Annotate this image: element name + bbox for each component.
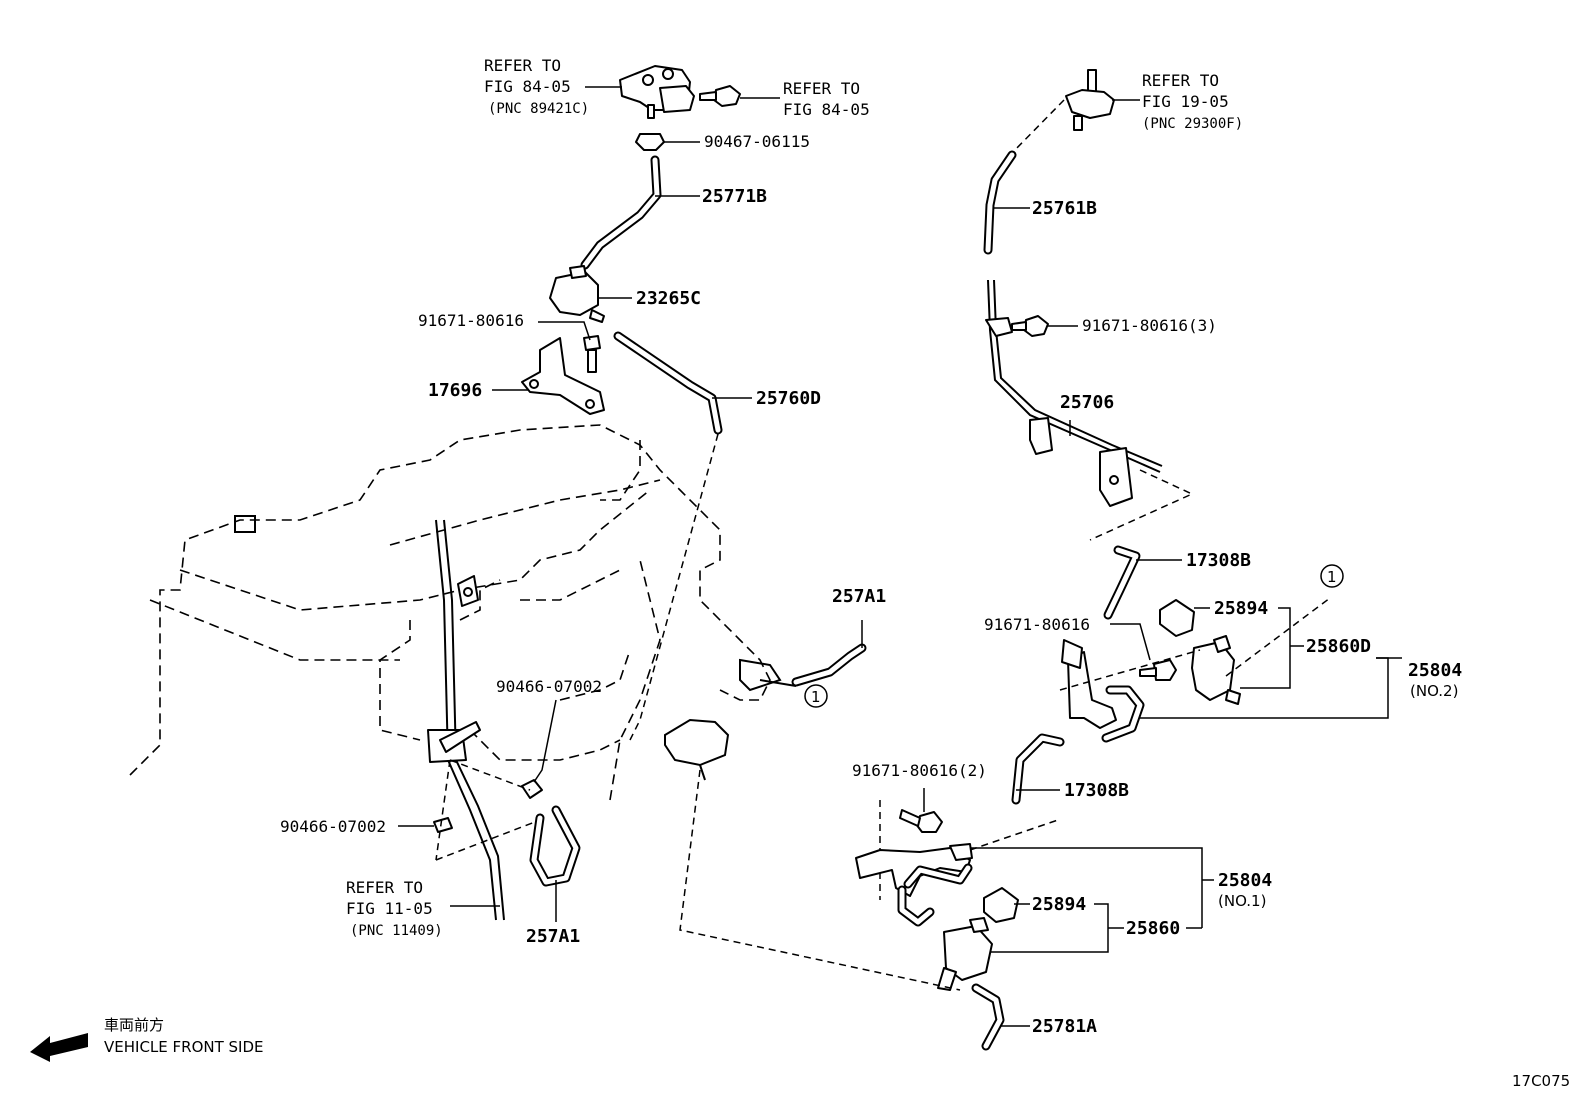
label-23265c: 23265C — [636, 288, 701, 309]
label-90466-07002-b: 90466-07002 — [280, 817, 386, 836]
label-17308b-upper: 17308B — [1186, 550, 1251, 571]
hose-25771b — [580, 155, 662, 270]
label-91671-80616-a: 91671-80616 — [418, 311, 524, 330]
refer-11-05-line2: FIG 11-05 — [346, 899, 433, 918]
label-91671-80616-3: 91671-80616(3) — [1082, 316, 1217, 335]
label-no2: (NO.2) — [1410, 682, 1458, 700]
vsv-25860d-part — [1191, 635, 1241, 705]
label-17308b-lower: 17308B — [1064, 780, 1129, 801]
filter-25894-lower-part — [983, 887, 1019, 923]
label-25760d: 25760D — [756, 388, 821, 409]
pressure-sensor-part — [619, 65, 695, 119]
circle-ref-marker-lower: 1 — [804, 684, 828, 708]
label-257a1-left: 257A1 — [526, 926, 580, 947]
engine-outline — [129, 424, 782, 801]
label-91671-80616-2: 91671-80616(2) — [852, 761, 987, 780]
refer-84-05-b-line1: REFER TO — [783, 79, 860, 98]
vsv-23265c-part — [549, 265, 605, 323]
label-17696: 17696 — [428, 380, 482, 401]
label-25894-lower: 25894 — [1032, 894, 1086, 915]
label-no1: (NO.1) — [1218, 892, 1266, 910]
hose-257a1-right — [791, 643, 867, 687]
label-25894-upper: 25894 — [1214, 598, 1268, 619]
front-direction-arrow-icon — [30, 1033, 88, 1062]
hose-25781a — [971, 983, 1005, 1051]
label-257a1-right: 257A1 — [832, 586, 886, 607]
label-25804-no2: 25804 — [1408, 660, 1462, 681]
hose-17308b-upper — [1103, 545, 1141, 620]
label-25804-no1: 25804 — [1218, 870, 1272, 891]
refer-19-05-pnc: (PNC 29300F) — [1142, 116, 1243, 132]
filter-25894-upper-part — [1159, 599, 1195, 637]
bolt-91671-part — [583, 335, 601, 373]
label-25706: 25706 — [1060, 392, 1114, 413]
bracket-17696-part — [521, 337, 605, 415]
bolt-91671-b-part — [1139, 659, 1177, 681]
circle-ref-marker-upper: 1 — [1320, 564, 1344, 588]
label-25860: 25860 — [1126, 918, 1180, 939]
clip-part — [635, 133, 665, 151]
bolt-91671-2-part — [899, 809, 943, 833]
label-25781a: 25781A — [1032, 1016, 1097, 1037]
circle-ref-text-lower: 1 — [811, 688, 821, 706]
circle-ref-text-upper: 1 — [1327, 568, 1337, 586]
label-90467-06115: 90467-06115 — [704, 132, 810, 151]
bolt-part — [699, 85, 741, 107]
label-25771b: 25771B — [702, 186, 767, 207]
refer-11-05-line1: REFER TO — [346, 878, 423, 897]
refer-19-05-line1: REFER TO — [1142, 71, 1219, 90]
refer-19-05-line2: FIG 19-05 — [1142, 92, 1229, 111]
refer-84-05-a-pnc: (PNC 89421C) — [488, 101, 589, 117]
vsv-25860-part — [937, 917, 993, 991]
hose-17308b-lower — [1011, 733, 1065, 805]
bracket-no1-part — [855, 843, 973, 927]
label-25761b: 25761B — [1032, 198, 1097, 219]
label-91671-80616-b: 91671-80616 — [984, 615, 1090, 634]
bracket-no2-part — [1061, 639, 1145, 743]
clip-90466-b-part — [433, 817, 453, 833]
clip-90466-a-part — [521, 779, 543, 799]
refer-84-05-a-line1: REFER TO — [484, 56, 561, 75]
hose-257a1-left — [529, 805, 581, 887]
direction-japanese: 車両前方 — [104, 1016, 164, 1034]
leader-lines — [398, 86, 1402, 1027]
refer-11-05-pnc: (PNC 11409) — [350, 923, 443, 939]
label-25860d: 25860D — [1306, 636, 1371, 657]
throttle-body-part — [1065, 69, 1115, 131]
hose-25760d — [613, 331, 723, 435]
pipe-25706 — [985, 279, 1163, 507]
hose-25761b — [983, 150, 1017, 255]
dipstick-tube — [427, 519, 505, 921]
label-90466-07002-a: 90466-07002 — [496, 677, 602, 696]
refer-84-05-a-line2: FIG 84-05 — [484, 77, 571, 96]
figure-code: 17C075 — [1512, 1072, 1570, 1090]
direction-english: VEHICLE FRONT SIDE — [104, 1038, 264, 1056]
bolt-91671-3-part — [1011, 315, 1049, 337]
refer-84-05-b-line2: FIG 84-05 — [783, 100, 870, 119]
